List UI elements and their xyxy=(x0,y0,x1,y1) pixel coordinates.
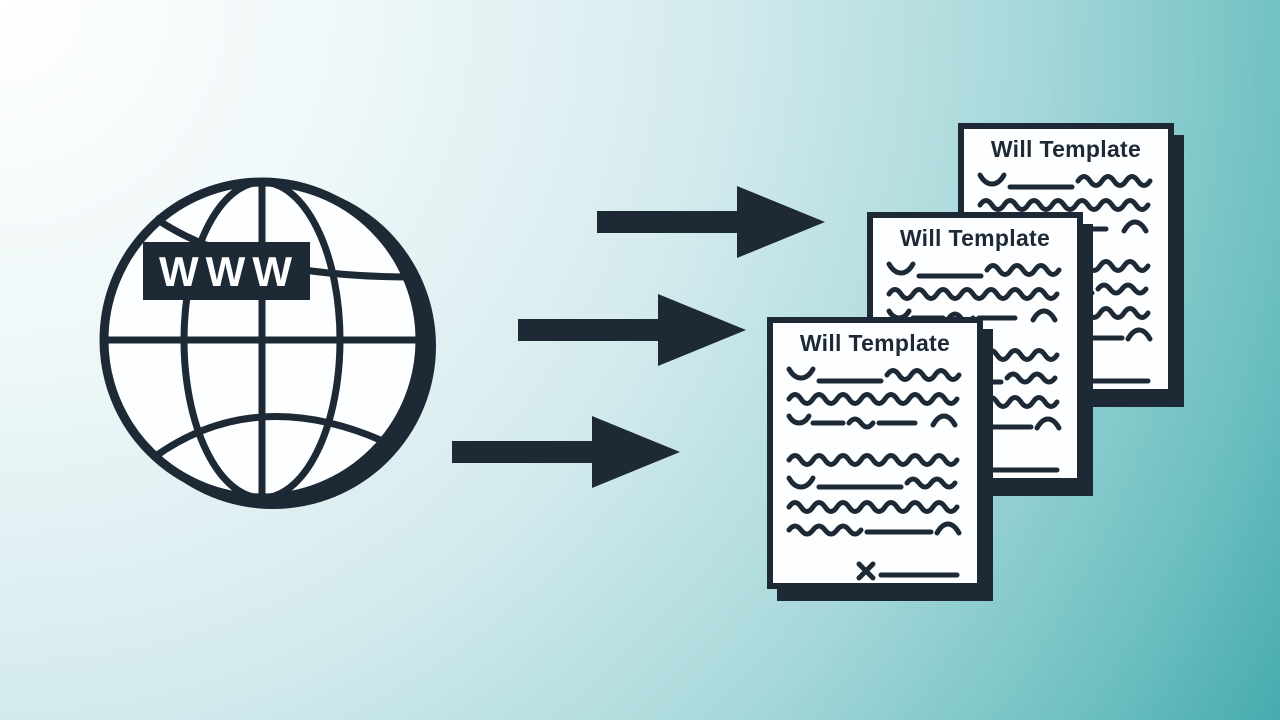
www-label-box xyxy=(143,242,310,300)
arrow-right-icon-middle xyxy=(518,294,746,366)
document-text-lines xyxy=(786,366,962,581)
document-title: Will Template xyxy=(991,136,1141,162)
arrow-right-icon-top xyxy=(597,186,825,258)
document-front: Will Template xyxy=(767,317,993,601)
document-title: Will Template xyxy=(900,225,1050,251)
www-globe-icon: WWW xyxy=(99,177,436,509)
document-page xyxy=(767,317,983,589)
arrow-right-icon-bottom xyxy=(452,416,680,488)
signature-x-mark xyxy=(856,561,876,581)
document-title: Will Template xyxy=(800,330,950,356)
www-label: WWW xyxy=(159,248,299,295)
